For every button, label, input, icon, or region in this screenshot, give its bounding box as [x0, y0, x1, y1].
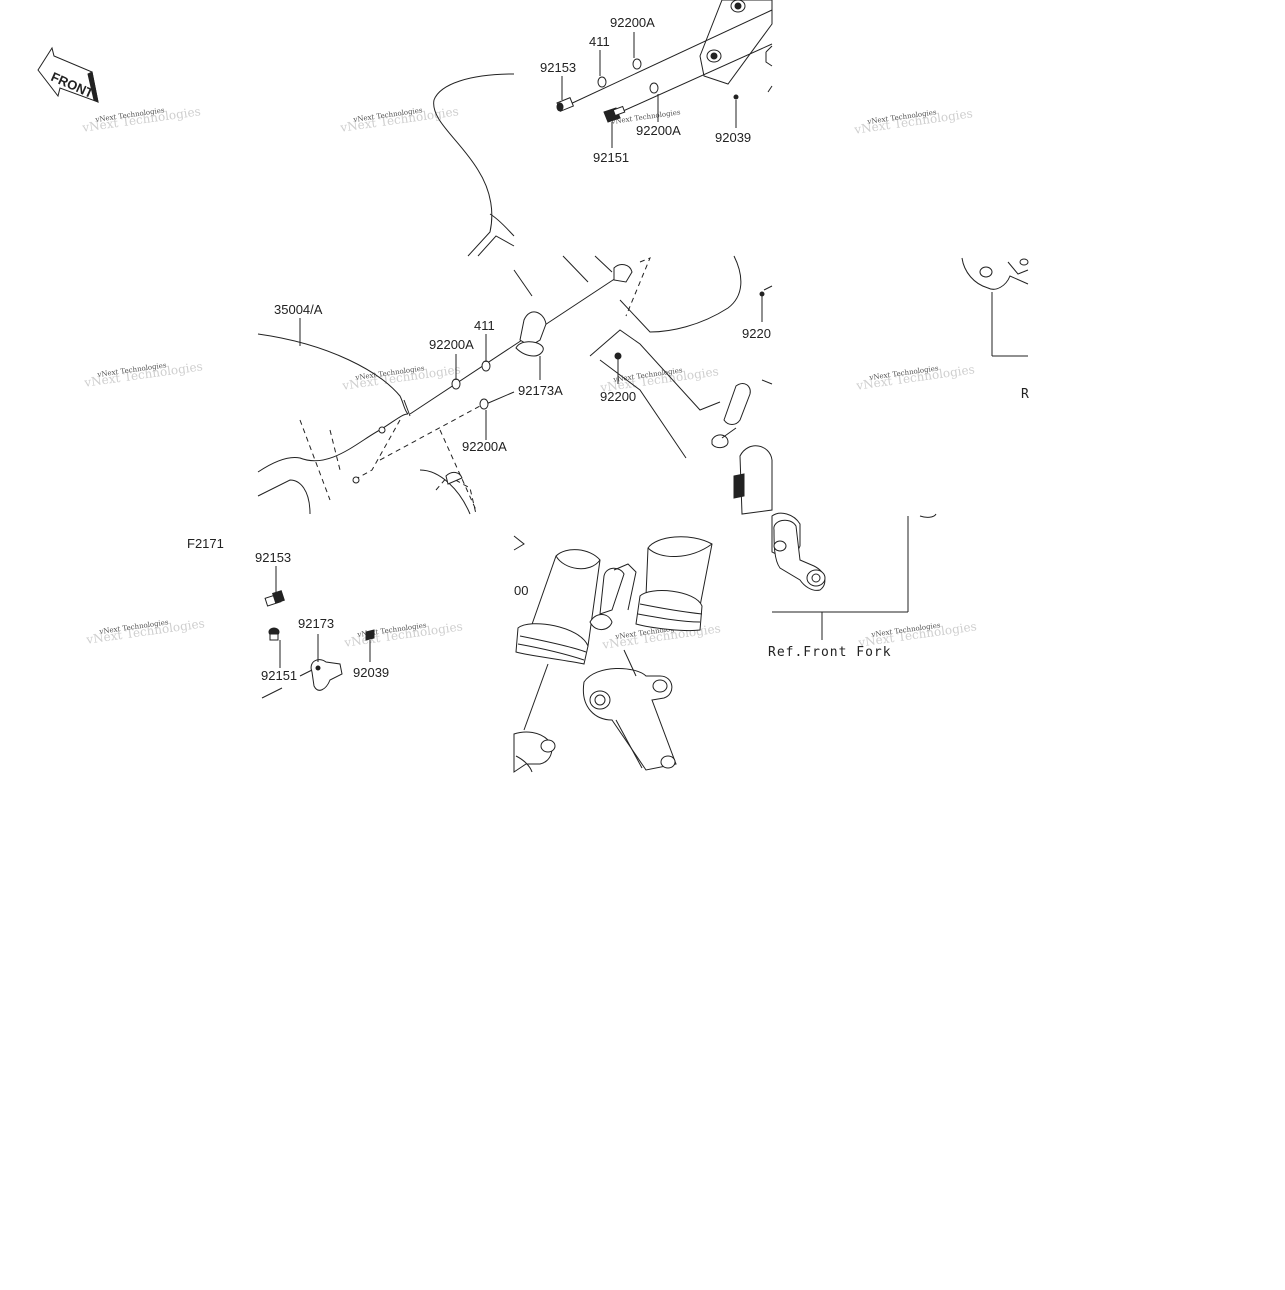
callout-92039-top: 92039 — [715, 130, 751, 145]
bolt-92151-lower — [268, 627, 281, 668]
callout-92200-mid: 92200 — [600, 389, 636, 404]
watermark-8: vNext Technologies vNext Technologies — [85, 616, 206, 647]
watermark-1: vNext Technologies vNext Technologies — [81, 104, 202, 135]
watermark-3: vNext Technologies vNext Technologies — [853, 106, 974, 137]
callout-411-mid: 411 — [474, 318, 495, 333]
callout-92151-top: 92151 — [593, 150, 629, 165]
callout-92151-lower: 92151 — [261, 668, 297, 683]
bolt-92151-top — [603, 105, 626, 123]
callout-9220-partial: 9220 — [742, 326, 771, 341]
callout-35004A: 35004/A — [274, 302, 323, 317]
callout-00-partial: 00 — [514, 583, 528, 598]
bolt-92153-top — [556, 97, 575, 112]
clip-92039-lower — [365, 629, 375, 662]
clamp-center-drawing — [513, 255, 773, 515]
clamp-92173-lower — [261, 634, 343, 699]
callout-92153-lower: 92153 — [255, 550, 291, 565]
callout-92173-lower: 92173 — [298, 616, 334, 631]
callout-92200A-top: 92200A — [610, 15, 655, 30]
fender-upper-drawing — [433, 73, 515, 257]
fork-lower-right-drawing — [771, 512, 937, 640]
watermark-4: vNext Technologies vNext Technologies — [83, 359, 204, 390]
front-fender-drawing — [257, 318, 477, 515]
fender-fastener-lines — [379, 277, 617, 461]
callout-92173A: 92173A — [518, 383, 563, 398]
callout-ref-partial: R — [1021, 387, 1030, 402]
figure-code: F2171 — [187, 536, 224, 551]
watermark-7: vNext Technologies vNext Technologies — [855, 362, 976, 393]
watermark-2: vNext Technologies vNext Technologies — [339, 104, 460, 135]
front-fork-drawing — [513, 535, 713, 773]
watermark-9: vNext Technologies vNext Technologies — [343, 619, 464, 650]
bolt-92153-lower — [264, 566, 285, 607]
fork-bracket-top-drawing — [565, 0, 773, 117]
washers-top — [597, 58, 739, 100]
front-arrow-icon: FRONT — [37, 46, 99, 103]
callout-92039-lower: 92039 — [353, 665, 389, 680]
callout-92200A-top-2: 92200A — [636, 123, 681, 138]
callout-92153-top: 92153 — [540, 60, 576, 75]
callout-92200A-mid: 92200A — [429, 337, 474, 352]
callout-92200A-mid-2: 92200A — [462, 439, 507, 454]
callout-411-top: 411 — [589, 34, 610, 49]
ref-front-fork-label: Ref.Front Fork — [768, 645, 892, 660]
fork-reference-right-drawing — [961, 257, 1029, 357]
